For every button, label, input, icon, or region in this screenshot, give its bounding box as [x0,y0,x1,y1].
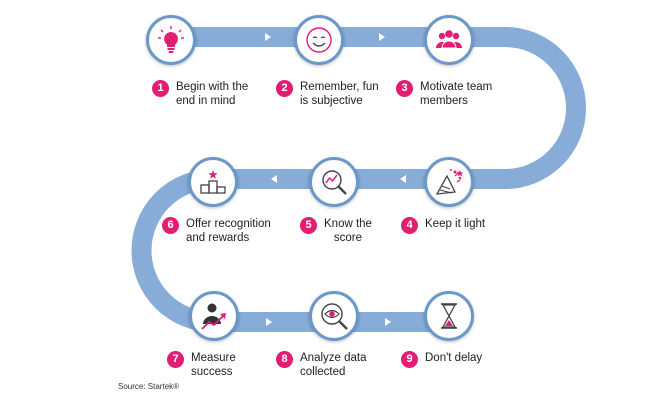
step-label: Measure success [191,352,236,378]
step-7: 7 Measure success [167,351,236,379]
step-number-badge: 2 [276,80,293,97]
step-label: Offer recognition and rewards [186,218,271,244]
node-step-4 [424,157,474,207]
step-label: Remember, fun is subjective [300,81,379,107]
arrow-right-icon [385,318,391,326]
step-number-badge: 4 [401,217,418,234]
arrow-right-icon [265,33,271,41]
node-step-9 [424,291,474,341]
magnifier-eye-icon [321,303,348,330]
team-people-icon [436,30,462,49]
step-8: 8 Analyze data collected [276,351,367,379]
arrow-down-icon [533,101,541,107]
step-number-badge: 9 [401,351,418,368]
step-4: 4 Keep it light [401,217,485,234]
step-number-badge: 6 [162,217,179,234]
step-number-badge: 5 [300,217,317,234]
step-5: 5 Know the score [300,217,372,245]
arrow-right-icon [379,33,385,41]
node-step-1 [146,15,196,65]
node-step-2 [294,15,344,65]
podium-icon [200,170,226,194]
node-step-7 [189,291,239,341]
step-6: 6 Offer recognition and rewards [162,217,271,245]
step-label: Know the score [324,218,372,244]
step-2: 2 Remember, fun is subjective [276,80,379,108]
step-number-badge: 7 [167,351,184,368]
arrow-left-icon [400,175,406,183]
hourglass-icon [441,303,457,329]
magnifier-chart-icon [322,170,347,195]
smiley-face-icon [306,27,332,53]
step-label: Motivate team members [420,81,493,107]
step-label: Keep it light [425,218,486,230]
source-caption: Source: Startek® [118,382,180,391]
node-step-8 [309,291,359,341]
step-9: 9 Don't delay [401,351,482,368]
person-growth-icon [201,303,226,330]
lightbulb-icon [158,26,184,53]
arrow-left-icon [271,175,277,183]
arrow-down-icon [118,243,126,249]
step-label: Analyze data collected [300,352,367,378]
node-step-6 [188,157,238,207]
node-step-5 [309,157,359,207]
step-label: Begin with the end in mind [176,81,249,107]
step-label: Don't delay [425,352,483,364]
step-1: 1 Begin with the end in mind [152,80,248,108]
arrow-right-icon [266,318,272,326]
step-3: 3 Motivate team members [396,80,492,108]
step-number-badge: 1 [152,80,169,97]
party-popper-icon [435,169,464,195]
step-number-badge: 3 [396,80,413,97]
step-number-badge: 8 [276,351,293,368]
node-step-3 [424,15,474,65]
